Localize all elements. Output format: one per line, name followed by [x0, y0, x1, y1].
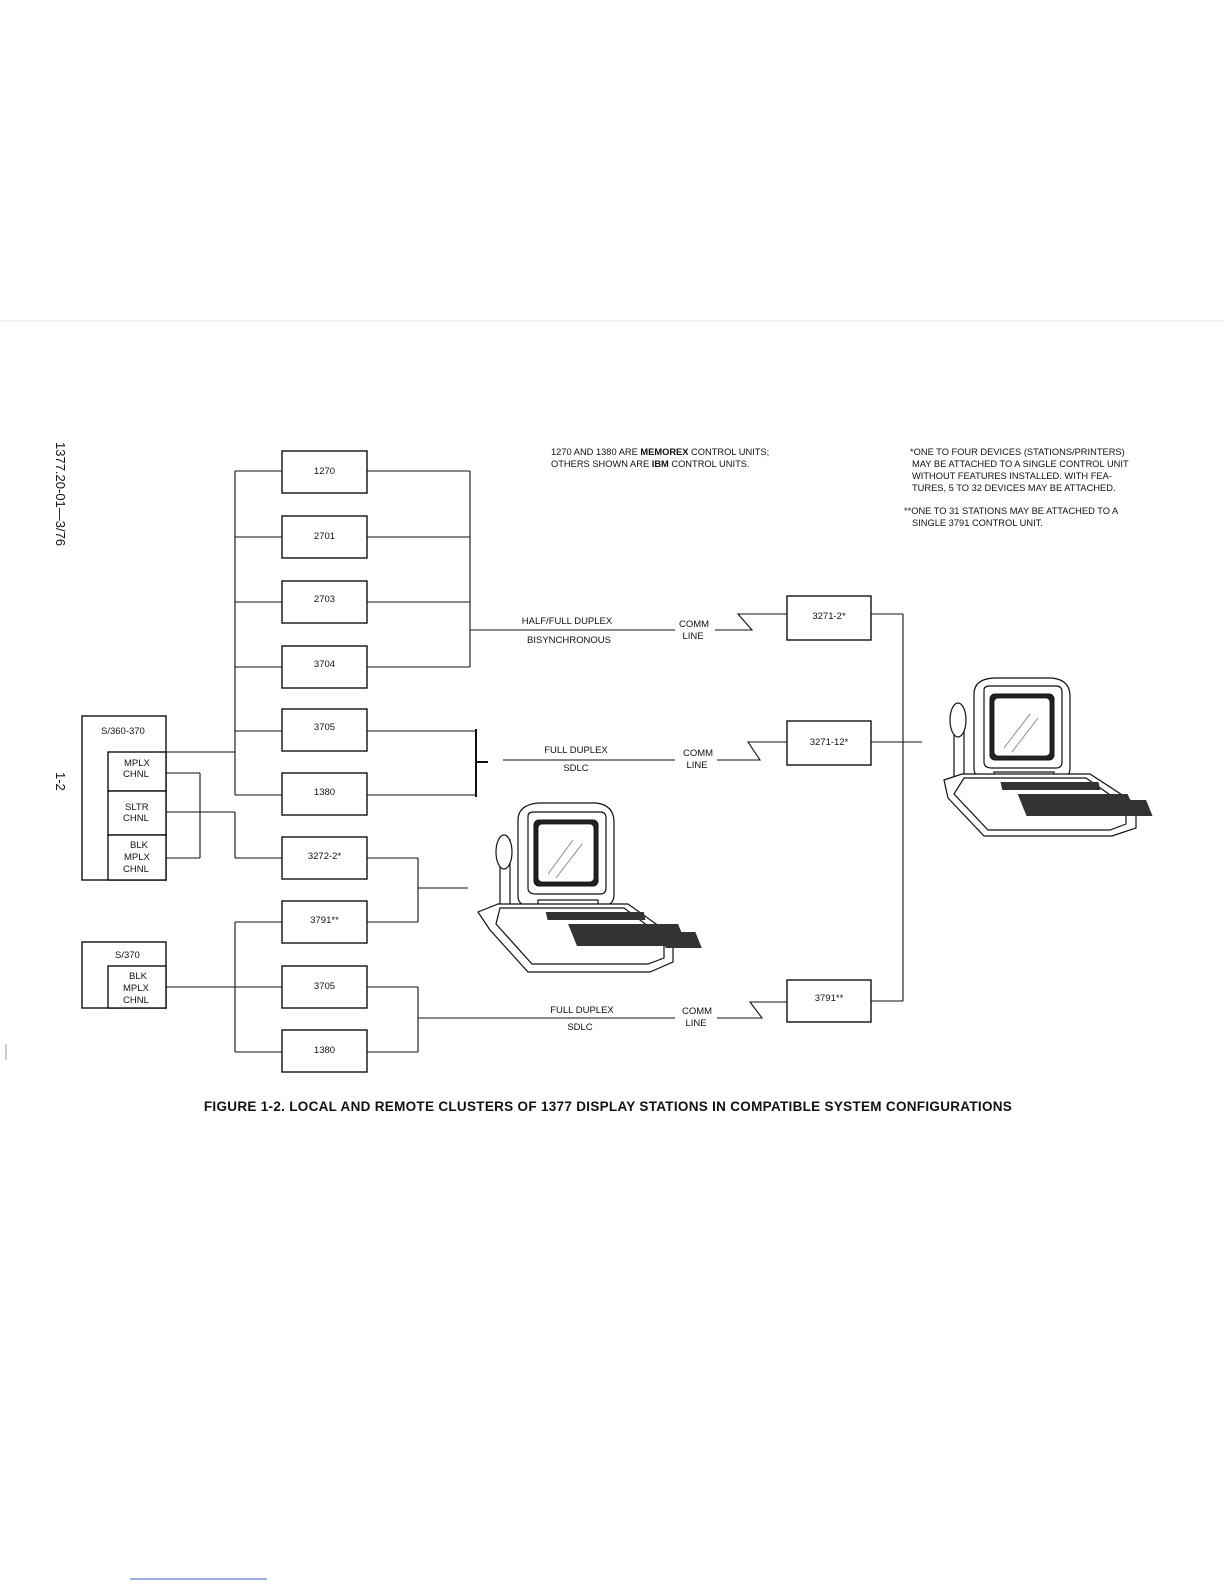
link-label-sdlc: SDLC — [563, 763, 588, 774]
figure-caption: FIGURE 1-2. LOCAL AND REMOTE CLUSTERS OF… — [204, 1099, 1012, 1114]
control-unit-3791-local — [281, 900, 368, 944]
channel-label: MPLX — [124, 852, 151, 863]
channel-blk-mplx — [107, 834, 167, 881]
link-label-sdlc: SDLC — [567, 1022, 592, 1033]
comm-label: COMM — [679, 619, 709, 630]
channel-label: CHNL — [123, 769, 149, 780]
comm-label: COMM — [683, 748, 713, 759]
control-unit-label: 1380 — [314, 787, 335, 798]
star-note-line: MAY BE ATTACHED TO A SINGLE CONTROL UNIT — [912, 459, 1129, 469]
channel-label: CHNL — [123, 813, 149, 824]
control-unit-label: 2703 — [314, 594, 335, 605]
double-star-note: **ONE TO 31 STATIONS MAY BE ATTACHED TO … — [904, 506, 1119, 528]
star-note-line: *ONE TO FOUR DEVICES (STATIONS/PRINTERS) — [910, 447, 1125, 457]
star-note-line: WITHOUT FEATURES INSTALLED. WITH FEA- — [912, 471, 1112, 481]
control-unit-1270 — [281, 450, 368, 494]
control-units-note-line1: 1270 AND 1380 ARE MEMOREX CONTROL UNITS; — [551, 447, 769, 457]
control-unit-label: 3705 — [314, 722, 335, 733]
remote-unit-label: 3271-2* — [812, 611, 846, 622]
control-unit-3705 — [281, 708, 368, 752]
line-label: LINE — [682, 631, 703, 642]
link-labels: HALF/FULL DUPLEX BISYNCHRONOUS COMM LINE… — [522, 616, 713, 1033]
control-unit-label: 3704 — [314, 659, 335, 670]
control-unit-label: 1380 — [314, 1045, 335, 1056]
control-unit-3705-lower — [281, 965, 368, 1009]
page-number: 1-2 — [53, 772, 68, 791]
star-note-line: TURES, 5 TO 32 DEVICES MAY BE ATTACHED. — [912, 483, 1116, 493]
control-units-note-line2: OTHERS SHOWN ARE IBM CONTROL UNITS. — [551, 459, 750, 469]
control-unit-label: 3791** — [310, 915, 339, 926]
link-label-bisynchronous: BISYNCHRONOUS — [527, 635, 611, 646]
control-unit-label: 2701 — [314, 531, 335, 542]
remote-units: 3271-2* 3271-12* 3791** — [786, 595, 872, 1023]
display-station-illustration-remote — [943, 677, 1153, 837]
control-unit-1380-lower — [281, 1029, 368, 1073]
channel-label: SLTR — [125, 802, 149, 813]
control-unit-label: 3272-2* — [308, 851, 342, 862]
control-unit-2701 — [281, 515, 368, 559]
channel-sltr — [107, 790, 167, 836]
comm-label: COMM — [682, 1006, 712, 1017]
display-station-illustration-local — [477, 802, 702, 973]
connection-lines — [166, 470, 922, 1053]
star-note: *ONE TO FOUR DEVICES (STATIONS/PRINTERS)… — [910, 447, 1129, 493]
channel-blk-mplx — [107, 965, 167, 1009]
control-unit-label: 1270 — [314, 466, 335, 477]
host-s370: S/370 BLK MPLX CHNL — [81, 941, 167, 1009]
channel-label: CHNL — [123, 864, 149, 875]
double-star-note-line: **ONE TO 31 STATIONS MAY BE ATTACHED TO … — [904, 506, 1119, 516]
remote-unit-3791 — [786, 979, 872, 1023]
channel-label: BLK — [129, 971, 148, 982]
link-label-full-duplex: FULL DUPLEX — [550, 1005, 614, 1016]
control-unit-label: 3705 — [314, 981, 335, 992]
control-unit-3272-2 — [281, 836, 368, 880]
channel-label: MPLX — [123, 983, 150, 994]
channel-label: MPLX — [124, 758, 151, 769]
host-s370-title: S/370 — [115, 950, 140, 961]
link-label-full-duplex: FULL DUPLEX — [544, 745, 608, 756]
host-s360-370-title: S/360-370 — [101, 726, 145, 737]
control-unit-1380 — [281, 772, 368, 816]
remote-unit-label: 3791** — [815, 993, 844, 1004]
link-label-half-full-duplex: HALF/FULL DUPLEX — [522, 616, 613, 627]
line-label: LINE — [685, 1018, 706, 1029]
host-s360-370: S/360-370 MPLX CHNL SLTR CHNL BLK MPLX C… — [81, 715, 167, 881]
control-unit-2703 — [281, 580, 368, 624]
channel-label: BLK — [130, 840, 149, 851]
channel-label: CHNL — [123, 995, 149, 1006]
remote-unit-3271-12 — [786, 720, 872, 766]
control-units: 1270 2701 2703 3704 3705 1380 3272-2* 37… — [281, 450, 368, 1073]
doc-number: 1377.20-01—3/76 — [53, 442, 68, 546]
remote-unit-label: 3271-12* — [810, 737, 849, 748]
control-unit-3704 — [281, 645, 368, 689]
line-label: LINE — [686, 760, 707, 771]
remote-unit-3271-2 — [786, 595, 872, 641]
double-star-note-line: SINGLE 3791 CONTROL UNIT. — [912, 518, 1043, 528]
